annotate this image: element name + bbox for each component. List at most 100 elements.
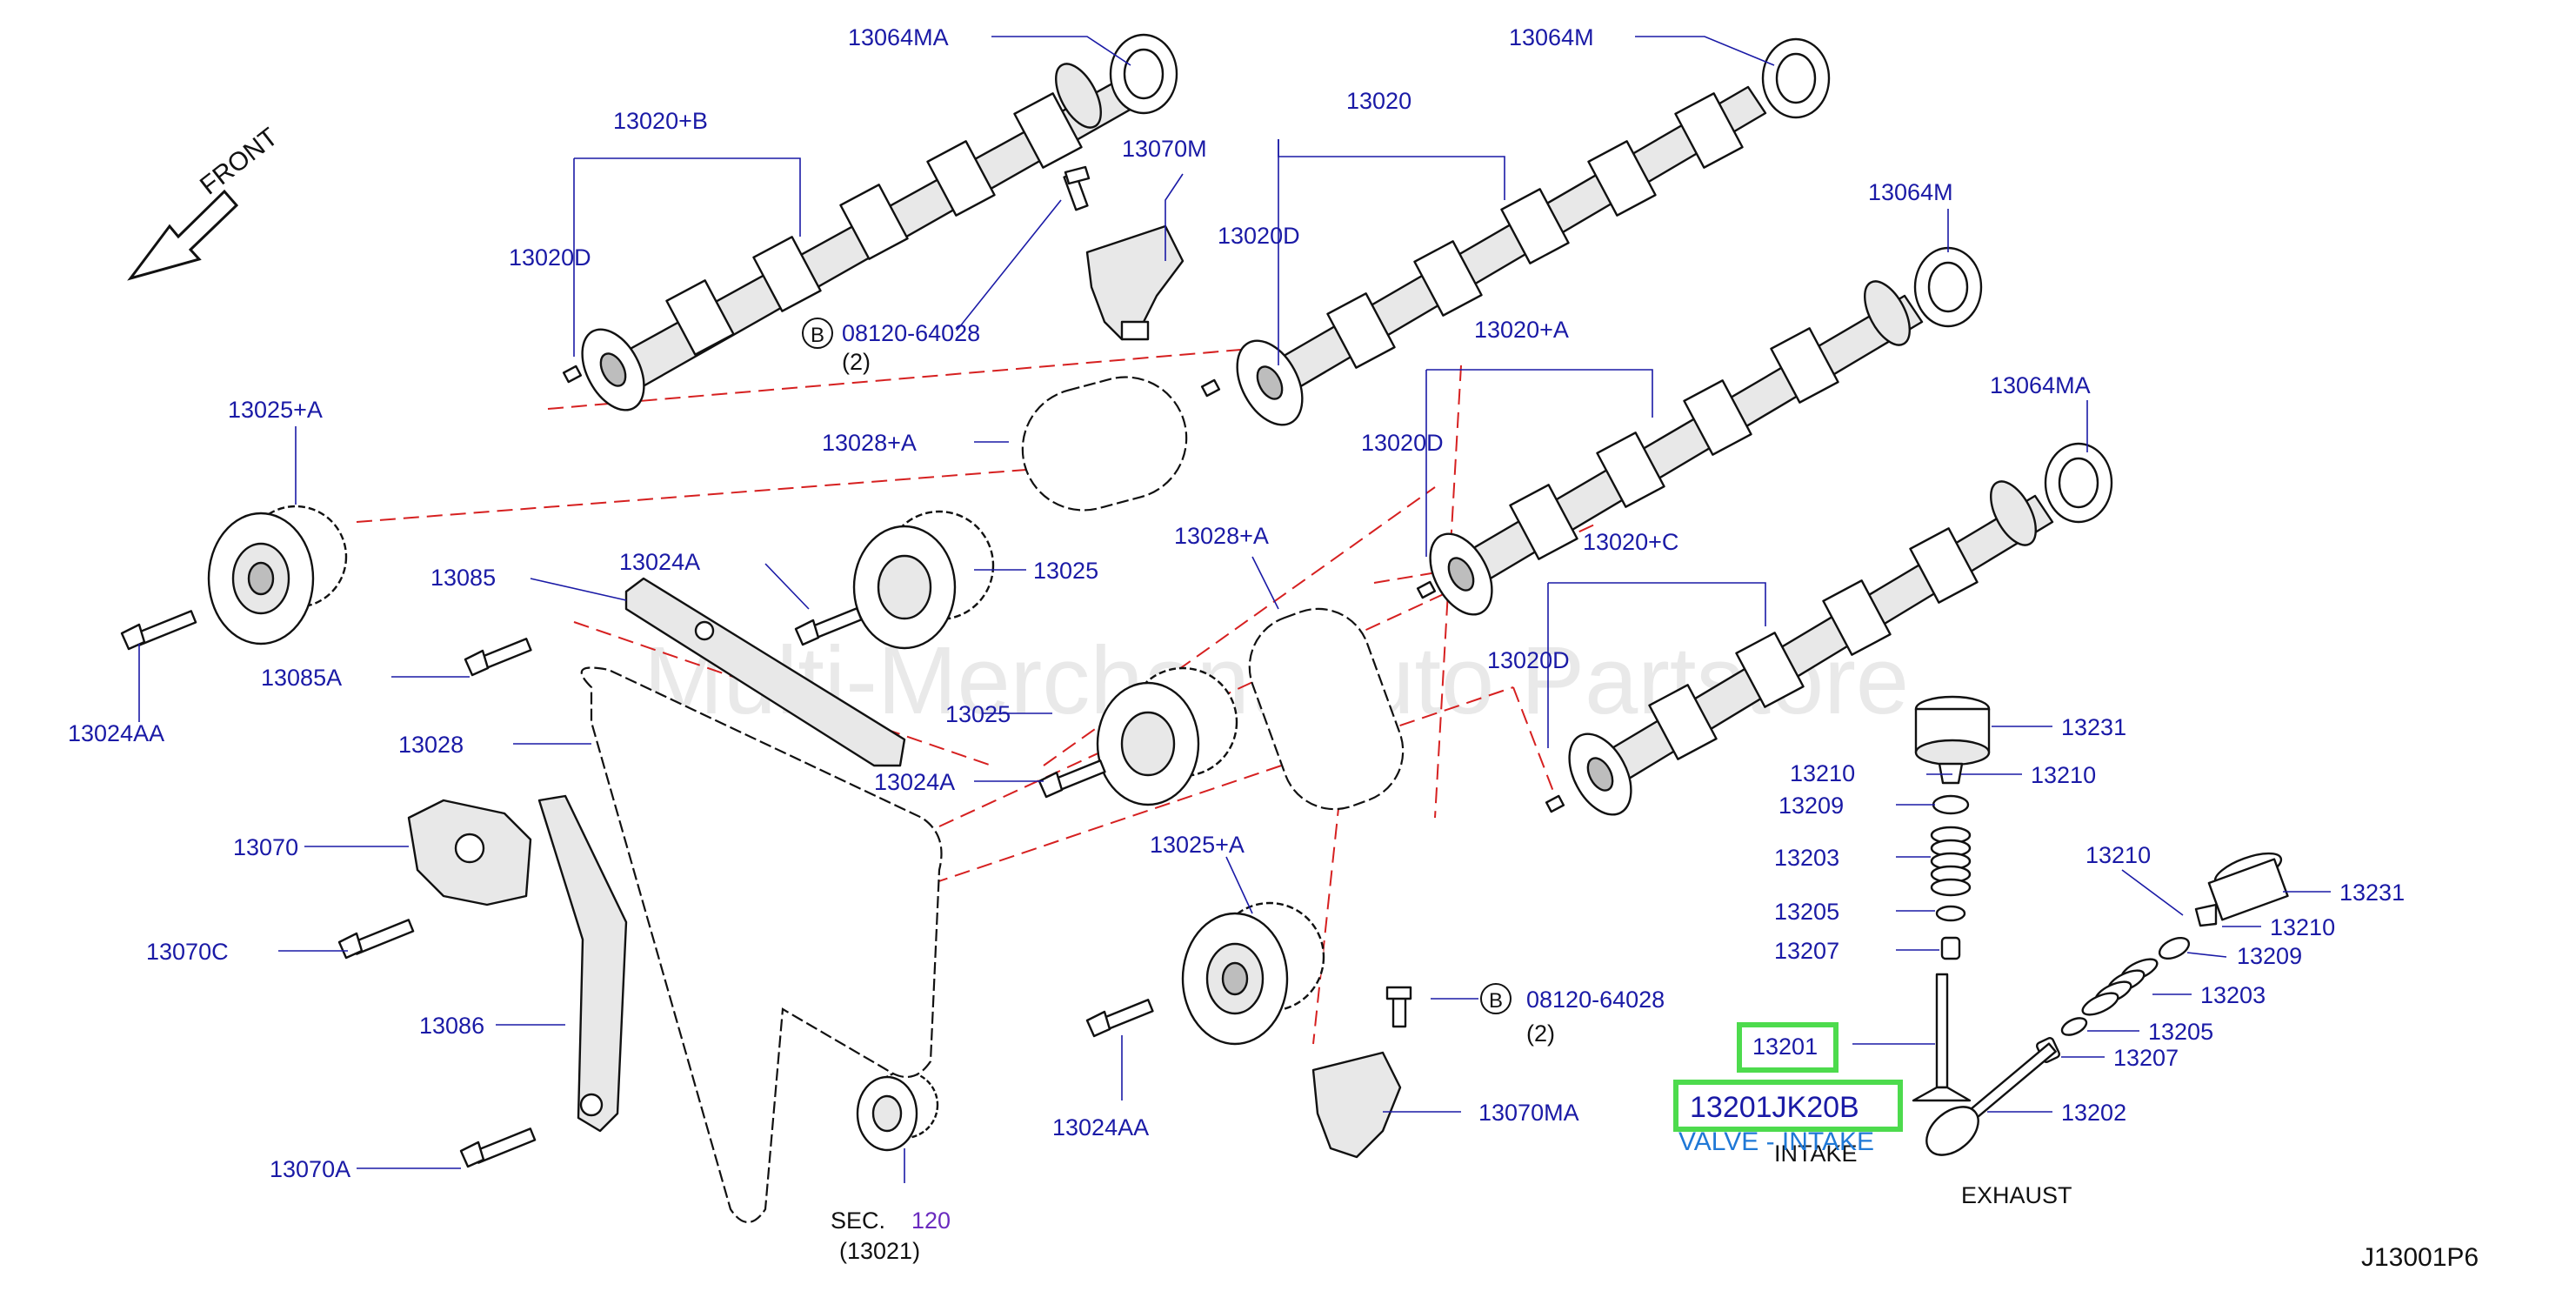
- camshaft-b-seal: [1109, 33, 1178, 115]
- label-guide[interactable]: 13085: [430, 565, 496, 591]
- front-label: FRONT: [195, 123, 284, 201]
- label-retainer-exhaust[interactable]: 13209: [2237, 943, 2302, 969]
- bolt-solenoid-top: [1063, 165, 1091, 211]
- lifter-exhaust: [2207, 852, 2289, 921]
- label-lifter-exhaust[interactable]: 13231: [2339, 880, 2405, 906]
- sprocket-mid: [852, 510, 995, 650]
- label-seal-exhaust[interactable]: 13207: [2113, 1045, 2179, 1071]
- label-cam-a[interactable]: 13020+A: [1474, 317, 1569, 343]
- highlight-part-name[interactable]: VALVE - INTAKE: [1678, 1127, 1874, 1156]
- label-sprocket-bolt-lower[interactable]: 13024AA: [1052, 1114, 1149, 1140]
- camshaft-main-seal: [1761, 37, 1831, 119]
- label-slack-guide[interactable]: 13086: [419, 1013, 484, 1039]
- label-cam-c-dowel[interactable]: 13020D: [1487, 647, 1570, 673]
- b-circle-icon-lower: B: [1480, 983, 1512, 1014]
- label-cam-a-dowel[interactable]: 13020D: [1361, 430, 1444, 456]
- retainer-intake: [1932, 794, 1970, 815]
- label-seat-exhaust[interactable]: 13205: [2148, 1019, 2213, 1045]
- chain-top-left: [1021, 376, 1188, 512]
- label-solenoid-top[interactable]: 13070M: [1122, 136, 1207, 162]
- chain-main: [580, 666, 943, 1224]
- label-tensioner[interactable]: 13070: [233, 834, 298, 860]
- label-tensioner-bolt[interactable]: 13070C: [146, 939, 229, 965]
- label-bolt-b-top[interactable]: 08120-64028: [842, 320, 980, 346]
- label-collet-intake-r[interactable]: 13210: [2031, 762, 2096, 788]
- bolt-13085a: [464, 638, 532, 677]
- label-sprocket-bolt-left[interactable]: 13024AA: [68, 720, 164, 746]
- label-guide-bolt2[interactable]: 13085A: [261, 665, 342, 691]
- label-crank-part: (13021): [839, 1238, 920, 1264]
- camshaft-a-seal: [1913, 246, 1983, 328]
- sprocket-a-left: [207, 505, 348, 646]
- label-cam-main-seal[interactable]: 13064M: [1509, 24, 1594, 50]
- solenoid-lower: [1311, 1051, 1402, 1159]
- label-cam-b[interactable]: 13020+B: [613, 108, 708, 134]
- label-cam-main-dowel[interactable]: 13020D: [1218, 223, 1300, 249]
- label-sprocket-a-left[interactable]: 13025+A: [228, 397, 323, 423]
- part-labels: 13064MA 13020+B 13020D 13064M 13020 1302…: [68, 24, 2479, 1272]
- label-seal-intake[interactable]: 13207: [1774, 938, 1839, 964]
- label-collet-intake-l[interactable]: 13210: [1790, 760, 1855, 786]
- valve-intake: [1912, 973, 1972, 1102]
- tensioner: [407, 799, 532, 906]
- caption-exhaust: EXHAUST: [1961, 1182, 2072, 1208]
- highlight-box-13201: [1737, 1022, 1839, 1073]
- collet-intake: [1938, 762, 1964, 785]
- bolt-solenoid-lower: [1385, 986, 1412, 1028]
- label-chain-top-right[interactable]: 13028+A: [1174, 523, 1269, 549]
- label-guide-bolt[interactable]: 13024A: [619, 549, 700, 575]
- collet-exhaust: [2194, 903, 2218, 927]
- lifter-intake: [1914, 695, 1991, 766]
- label-bolt-b-lower-qty: (2): [1526, 1020, 1555, 1047]
- label-spring-exhaust[interactable]: 13203: [2200, 982, 2266, 1008]
- label-sprocket-bolt-mid[interactable]: 13024A: [874, 769, 955, 795]
- label-collet-exhaust-l[interactable]: 13210: [2085, 842, 2151, 868]
- svg-text:B: B: [811, 324, 824, 347]
- chain-top-right: [1248, 607, 1405, 811]
- label-cam-c[interactable]: 13020+C: [1583, 529, 1678, 555]
- dowel-c: [1545, 794, 1565, 813]
- label-crank-sec: SEC.: [831, 1207, 885, 1234]
- label-collet-exhaust-r[interactable]: 13210: [2270, 914, 2335, 940]
- label-cam-b-dowel[interactable]: 13020D: [509, 244, 591, 271]
- label-cam-main[interactable]: 13020: [1346, 88, 1411, 114]
- retainer-exhaust: [2158, 936, 2191, 960]
- seat-exhaust: [2060, 1017, 2088, 1036]
- label-sprocket-a-lower[interactable]: 13025+A: [1150, 832, 1245, 858]
- valve-exhaust: [1925, 1042, 2057, 1156]
- crank-sprocket: [856, 1070, 939, 1152]
- seal-intake: [1940, 936, 1961, 960]
- camshaft-c: [1568, 480, 2054, 816]
- spring-intake: [1930, 826, 1972, 897]
- label-crank-sec-num[interactable]: 120: [911, 1207, 951, 1234]
- diagram-code: J13001P6: [2361, 1243, 2479, 1272]
- chain-guide-top: [624, 577, 906, 767]
- sprocket-mid2: [1096, 666, 1238, 806]
- bolt-13024a-top: [794, 607, 863, 646]
- bolt-13070c: [337, 919, 415, 960]
- label-chain-top-left[interactable]: 13028+A: [822, 430, 917, 456]
- camshaft-c-seal: [2044, 442, 2113, 524]
- label-bolt-b-top-qty: (2): [842, 349, 871, 375]
- label-sprocket-mid[interactable]: 13025: [1033, 558, 1098, 584]
- label-valve-exhaust[interactable]: 13202: [2061, 1100, 2126, 1126]
- label-cam-c-seal[interactable]: 13064MA: [1990, 372, 2091, 398]
- label-chain-main[interactable]: 13028: [398, 732, 464, 758]
- label-cam-a-seal[interactable]: 13064M: [1868, 179, 1953, 205]
- label-lifter-intake[interactable]: 13231: [2061, 714, 2126, 740]
- label-valve-intake[interactable]: 13201: [1752, 1033, 1818, 1060]
- label-slack-bolt[interactable]: 13070A: [270, 1156, 350, 1182]
- bolt-13024a-mid: [1038, 759, 1106, 799]
- label-cam-b-seal[interactable]: 13064MA: [848, 24, 949, 50]
- b-circle-icon-top: B: [802, 318, 833, 349]
- label-solenoid-lower[interactable]: 13070MA: [1478, 1100, 1579, 1126]
- highlight-part-number[interactable]: 13201JK20B: [1690, 1091, 1859, 1124]
- label-retainer-intake[interactable]: 13209: [1779, 793, 1844, 819]
- label-bolt-b-lower[interactable]: 08120-64028: [1526, 987, 1665, 1013]
- bolt-13024aa-left: [120, 610, 197, 651]
- label-sprocket-mid2[interactable]: 13025: [945, 701, 1011, 727]
- label-spring-intake[interactable]: 13203: [1774, 845, 1839, 871]
- label-seat-intake[interactable]: 13205: [1774, 899, 1839, 925]
- highlight-valve-intake[interactable]: 13201JK20B VALVE - INTAKE: [1673, 1022, 1903, 1156]
